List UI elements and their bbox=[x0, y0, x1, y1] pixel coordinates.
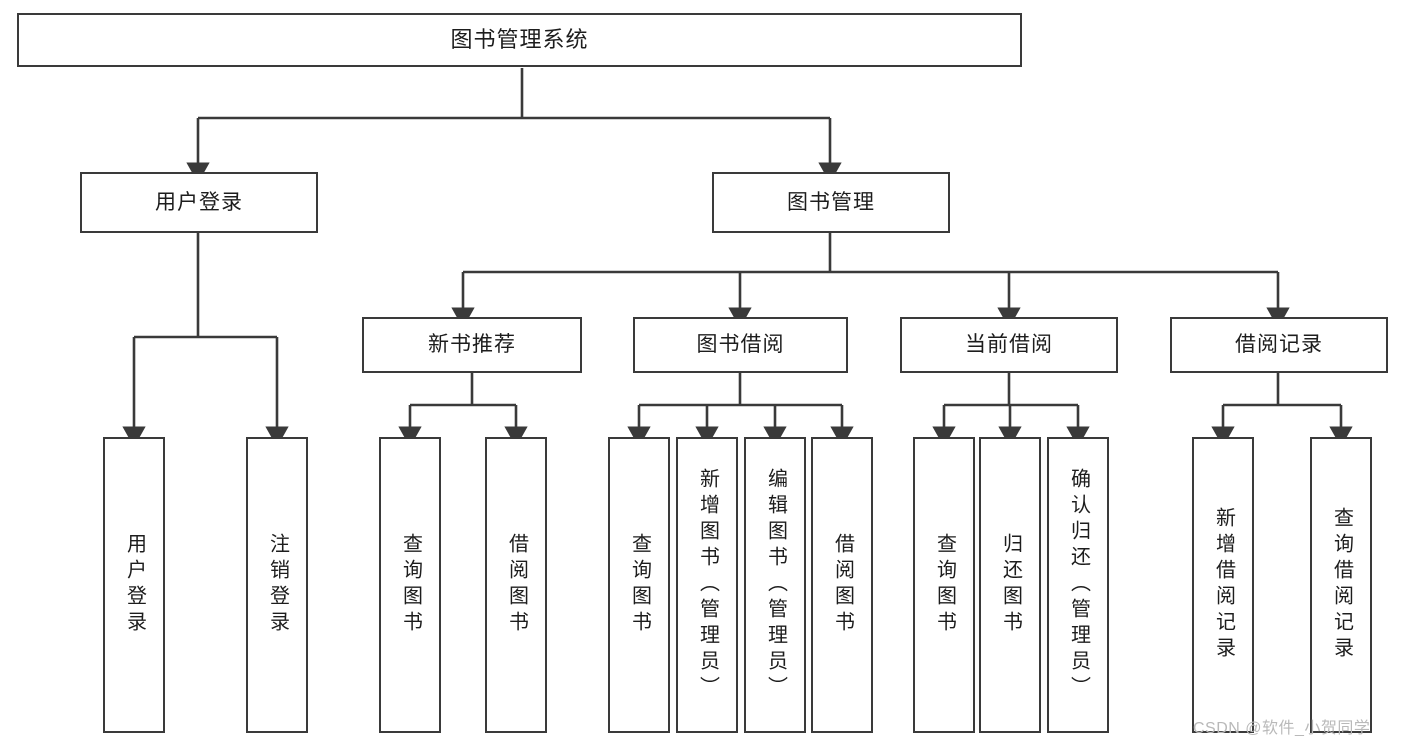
node-book-borrow[interactable]: 图书借阅 bbox=[633, 317, 848, 373]
node-new-book-recommend[interactable]: 新书推荐 bbox=[362, 317, 582, 373]
leaf-query-book-1-label: 查询图书 bbox=[399, 533, 422, 637]
leaf-borrow-book-1-label: 借阅图书 bbox=[505, 533, 528, 637]
leaf-query-record[interactable]: 查询借阅记录 bbox=[1310, 437, 1372, 733]
leaf-borrow-book-2-label: 借阅图书 bbox=[831, 533, 854, 637]
leaf-add-book[interactable]: 新增图书（管理员） bbox=[676, 437, 738, 733]
node-borrow-record[interactable]: 借阅记录 bbox=[1170, 317, 1388, 373]
leaf-confirm-return[interactable]: 确认归还（管理员） bbox=[1047, 437, 1109, 733]
leaf-query-book-3[interactable]: 查询图书 bbox=[913, 437, 975, 733]
leaf-confirm-return-label: 确认归还（管理员） bbox=[1067, 468, 1090, 702]
node-user-login-label: 用户登录 bbox=[155, 190, 243, 214]
leaf-query-book-2[interactable]: 查询图书 bbox=[608, 437, 670, 733]
node-user-login[interactable]: 用户登录 bbox=[80, 172, 318, 233]
leaf-user-login[interactable]: 用户登录 bbox=[103, 437, 165, 733]
node-current-borrow-label: 当前借阅 bbox=[965, 333, 1053, 357]
leaf-query-book-2-label: 查询图书 bbox=[628, 533, 651, 637]
leaf-return-book-label: 归还图书 bbox=[999, 533, 1022, 637]
node-root-label: 图书管理系统 bbox=[450, 26, 589, 52]
leaf-edit-book-label: 编辑图书（管理员） bbox=[764, 468, 787, 702]
leaf-add-record-label: 新增借阅记录 bbox=[1212, 507, 1235, 663]
node-book-manage-label: 图书管理 bbox=[787, 190, 875, 214]
watermark: CSDN @软件_小贺同学 bbox=[1193, 720, 1371, 737]
leaf-query-book-3-label: 查询图书 bbox=[933, 533, 956, 637]
node-root[interactable]: 图书管理系统 bbox=[17, 13, 1022, 67]
leaf-logout-login[interactable]: 注销登录 bbox=[246, 437, 308, 733]
leaf-return-book[interactable]: 归还图书 bbox=[979, 437, 1041, 733]
node-new-book-recommend-label: 新书推荐 bbox=[428, 333, 516, 357]
leaf-logout-login-label: 注销登录 bbox=[266, 533, 289, 637]
leaf-add-book-label: 新增图书（管理员） bbox=[696, 468, 719, 702]
node-borrow-record-label: 借阅记录 bbox=[1235, 333, 1323, 357]
leaf-query-book-1[interactable]: 查询图书 bbox=[379, 437, 441, 733]
node-current-borrow[interactable]: 当前借阅 bbox=[900, 317, 1118, 373]
leaf-borrow-book-2[interactable]: 借阅图书 bbox=[811, 437, 873, 733]
leaf-borrow-book-1[interactable]: 借阅图书 bbox=[485, 437, 547, 733]
leaf-query-record-label: 查询借阅记录 bbox=[1330, 507, 1353, 663]
leaf-add-record[interactable]: 新增借阅记录 bbox=[1192, 437, 1254, 733]
node-book-borrow-label: 图书借阅 bbox=[696, 333, 785, 357]
node-book-manage[interactable]: 图书管理 bbox=[712, 172, 950, 233]
leaf-edit-book[interactable]: 编辑图书（管理员） bbox=[744, 437, 806, 733]
leaf-user-login-label: 用户登录 bbox=[123, 533, 146, 637]
